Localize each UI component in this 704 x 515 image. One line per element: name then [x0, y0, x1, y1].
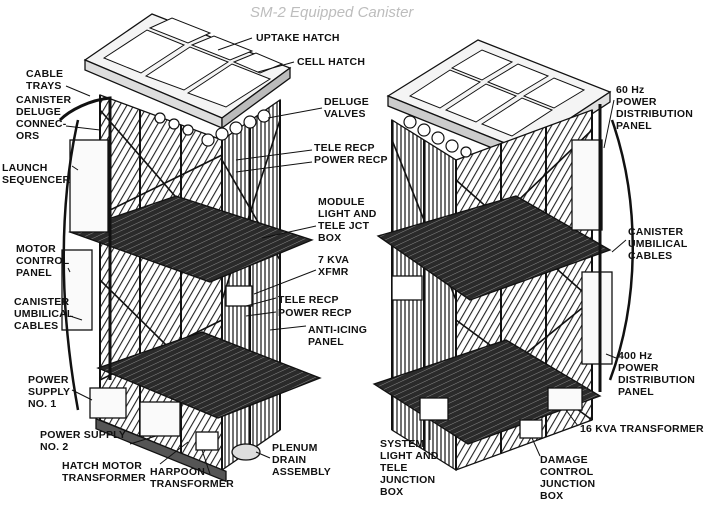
left-base-skid [95, 417, 227, 483]
label-motor-control-panel: MOTOR CONTROL PANEL [16, 243, 70, 279]
left-cable-trays [58, 96, 112, 380]
label-tele-recp-lower: TELE RECP [278, 294, 339, 306]
left-module [58, 13, 322, 483]
right-deluge-valves [403, 115, 472, 158]
label-canister-umbilical-cables-right: CANISTER UMBILICAL CABLES [628, 226, 688, 262]
label-power-recp-upper: POWER RECP [314, 154, 388, 166]
label-uptake-hatch: UPTAKE HATCH [256, 32, 340, 44]
right-module [372, 39, 634, 472]
label-hatch-motor-transformer: HATCH MOTOR TRANSFORMER [62, 460, 146, 484]
label-canister-deluge-connectors: CANISTER DELUGE CONNEC- ORS [16, 94, 72, 142]
label-module-light-tele-jct-box: MODULE LIGHT AND TELE JCT BOX [318, 196, 377, 244]
right-hatch-plates [408, 49, 586, 137]
label-cell-hatch: CELL HATCH [297, 56, 366, 68]
label-400hz-power-distribution-panel: 400 Hz POWER DISTRIBUTION PANEL [618, 350, 696, 398]
label-deluge-valves: DELUGE VALVES [324, 96, 369, 120]
label-cable-trays: CABLE TRAYS [26, 68, 64, 92]
left-plenum-drain [231, 443, 261, 461]
label-tele-recp-upper: TELE RECP [314, 142, 375, 154]
right-400hz-panel-box [581, 271, 613, 365]
left-deluge-valves [154, 109, 271, 147]
label-16kva-transformer: 16 KVA TRANSFORMER [580, 423, 704, 435]
label-power-supply-2: POWER SUPPLY NO. 2 [40, 429, 127, 453]
right-system-jct-box [419, 397, 449, 421]
left-power-supply-2-box [139, 401, 181, 437]
label-harpoon-transformer: HARPOON TRANSFORMER [150, 466, 234, 490]
label-launch-sequencer: LAUNCH SEQUENCER [2, 162, 71, 186]
label-damage-control-junction-box: DAMAGE CONTROL JUNCTION BOX [540, 454, 596, 502]
right-16kva-box [547, 387, 583, 411]
left-hatch-plates [102, 17, 284, 108]
label-system-light-tele-junction-box: SYSTEM LIGHT AND TELE JUNCTION BOX [380, 438, 439, 498]
left-upper-platform [68, 195, 314, 283]
left-lower-platform [96, 331, 322, 419]
label-60hz-power-distribution-panel: 60 Hz POWER DISTRIBUTION PANEL [616, 84, 694, 132]
left-launch-sequencer-box [69, 139, 109, 233]
label-7kva-xfmr: 7 KVA XFMR [318, 254, 350, 278]
left-power-supply-1-box [89, 387, 127, 419]
left-harpoon-xfmr [195, 431, 219, 451]
left-lid-rim-side [221, 66, 291, 130]
right-umbilical-cables [608, 119, 634, 381]
label-power-recp-lower: POWER RECP [278, 307, 352, 319]
ghost-title: SM-2 Equipped Canister [250, 4, 414, 21]
left-7kva-xfmr [225, 285, 253, 307]
label-anti-icing-panel: ANTI-ICING PANEL [308, 324, 368, 348]
right-upper-platform [376, 195, 612, 301]
right-xfmr-box [391, 275, 423, 301]
label-power-supply-1: POWER SUPPLY NO. 1 [28, 374, 71, 410]
right-60hz-panel-box [571, 139, 603, 231]
label-canister-umbilical-cables-left: CANISTER UMBILICAL CABLES [14, 296, 74, 332]
label-plenum-drain-assembly: PLENUM DRAIN ASSEMBLY [272, 442, 331, 478]
left-umbilical-cables [62, 119, 80, 411]
leader-lines [65, 37, 627, 475]
right-damage-control-box [519, 419, 543, 439]
